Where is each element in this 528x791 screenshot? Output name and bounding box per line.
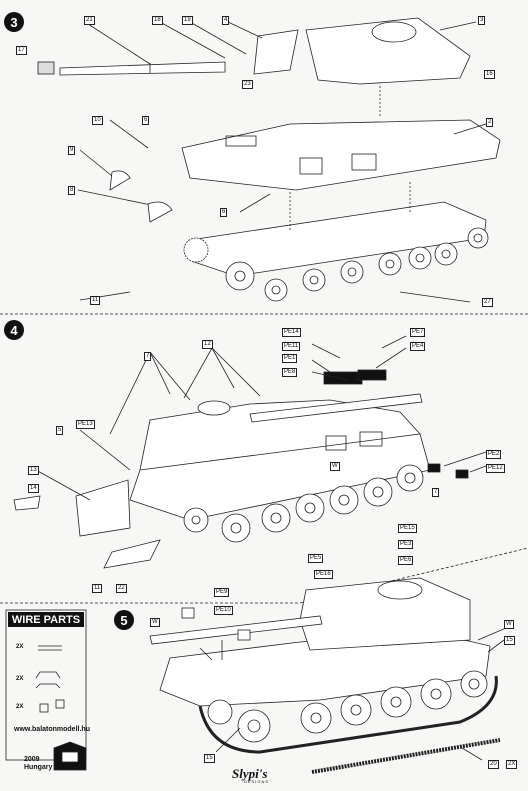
- callout: 16: [484, 70, 495, 79]
- callout: PE2: [486, 450, 502, 459]
- road-wheels-step5: [207, 670, 488, 743]
- callout: PE7: [410, 328, 426, 337]
- callout: 2X: [506, 760, 518, 769]
- callout: PE12: [486, 464, 505, 473]
- balaton-modell-logo: [53, 741, 87, 771]
- callout: 18: [152, 16, 163, 25]
- callout: PE15: [398, 524, 417, 533]
- callout: 15: [504, 636, 515, 645]
- callout: 3: [478, 16, 486, 25]
- callout: PE14: [282, 328, 301, 337]
- callout: 20: [488, 760, 499, 769]
- wire-qty: 2X: [16, 676, 24, 682]
- callout: 22: [116, 584, 127, 593]
- callout: 27: [482, 298, 493, 307]
- callout: PE8: [282, 368, 298, 377]
- callout: 23: [242, 80, 253, 89]
- callout: 2: [486, 118, 494, 127]
- callout: 9: [68, 146, 76, 155]
- mantlet-part: [253, 29, 299, 75]
- callout: W: [150, 618, 160, 627]
- callout: 4: [222, 16, 230, 25]
- wire-qty: 2X: [16, 704, 24, 710]
- step-4-marker: 4: [4, 320, 24, 340]
- rear-plate-part: [75, 479, 131, 537]
- callout: 11: [92, 584, 103, 593]
- slypis-brand: Slypi's: [232, 766, 268, 781]
- callout: 5: [56, 426, 64, 435]
- road-wheels-step3: [183, 227, 489, 302]
- website-url: www.balatonmodell.hu: [14, 726, 90, 733]
- wire-qty: 2X: [16, 644, 24, 650]
- callout: PE1: [282, 354, 298, 363]
- step-5-marker: 5: [114, 610, 134, 630]
- callout: PE9: [214, 588, 230, 597]
- callout: 7: [432, 488, 440, 497]
- slypis-subtitle: DESIGNS: [244, 779, 270, 784]
- callout: PE3: [398, 540, 414, 549]
- wire-parts-diagrams: [35, 645, 65, 713]
- callout: 8: [68, 186, 76, 195]
- track-link-strip: [311, 738, 501, 774]
- callout: 7: [144, 352, 152, 361]
- gun-barrel-part: [37, 61, 226, 76]
- callout: W: [330, 462, 340, 471]
- wire-parts-heading: WIRE PARTS: [8, 612, 84, 627]
- road-wheels-step4: [183, 464, 424, 543]
- callout: PE11: [282, 342, 301, 351]
- callout: 6: [142, 116, 150, 125]
- callout: 21: [84, 16, 95, 25]
- callout: PE5: [308, 554, 324, 563]
- callout: 12: [202, 340, 213, 349]
- callout: 11: [90, 296, 101, 305]
- callout: 15: [204, 754, 215, 763]
- callout: PE6: [398, 556, 414, 565]
- callout: 17: [16, 46, 27, 55]
- callout: 19: [182, 16, 193, 25]
- callout: PE16: [314, 570, 333, 579]
- callout: PE13: [76, 420, 95, 429]
- callout: 13: [28, 466, 39, 475]
- callout: 14: [28, 484, 39, 493]
- step-3-marker: 3: [4, 12, 24, 32]
- superstructure-part: [305, 17, 471, 85]
- callout: W: [504, 620, 514, 629]
- hull-top-part: [181, 119, 501, 191]
- callout: 6: [220, 208, 228, 217]
- callout: 10: [92, 116, 103, 125]
- callout: PE4: [410, 342, 426, 351]
- callout: PE10: [214, 606, 233, 615]
